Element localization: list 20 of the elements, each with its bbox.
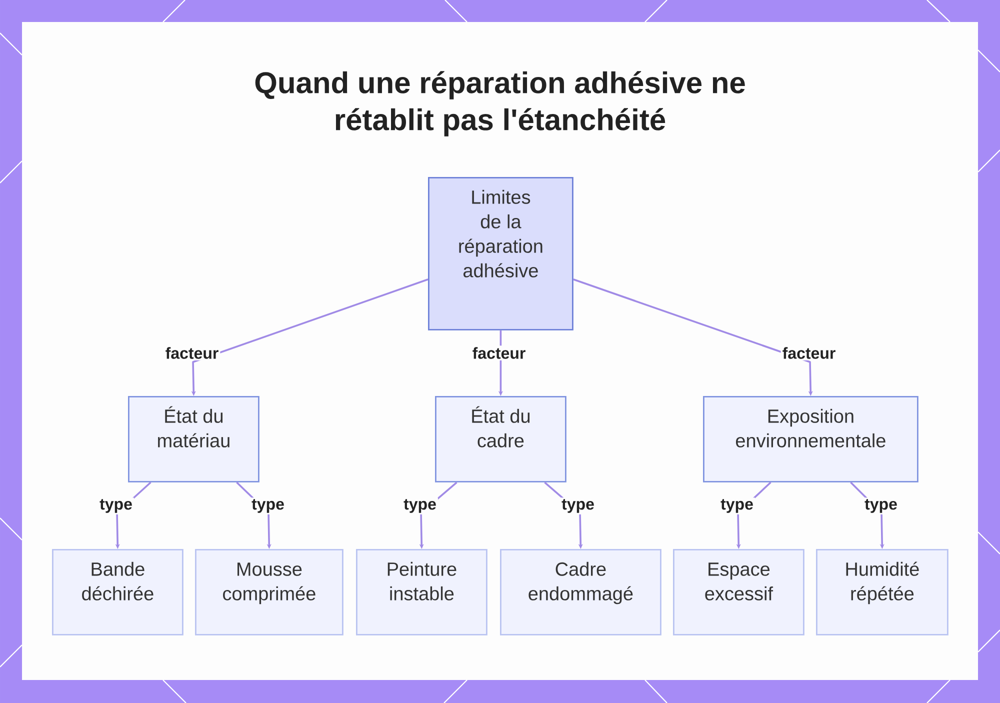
item-box: Cadre endommagé bbox=[500, 549, 662, 636]
item-box: Mousse comprimée bbox=[195, 549, 344, 636]
topic-box: Limites de la réparation adhésive bbox=[428, 177, 574, 330]
edge-label: type bbox=[98, 498, 134, 514]
edge-label: facteur bbox=[164, 346, 220, 360]
category-box: Exposition environnementale bbox=[703, 396, 918, 482]
category-box: État du cadre bbox=[435, 396, 566, 482]
item-box: Humidité répétée bbox=[816, 549, 948, 636]
edge-label: type bbox=[863, 498, 899, 514]
item-box: Bande déchirée bbox=[52, 549, 184, 636]
title: Quand une réparation adhésive ne rétablit pas l'étanchéité bbox=[255, 71, 745, 136]
edge-label: type bbox=[560, 498, 596, 514]
edge-label: facteur bbox=[470, 346, 528, 360]
edge-label: type bbox=[719, 498, 755, 514]
item-box: Peinture instable bbox=[356, 549, 488, 636]
category-box: État du matériau bbox=[128, 396, 260, 482]
edge-label: type bbox=[250, 498, 286, 514]
item-box: Espace excessif bbox=[673, 549, 804, 636]
edge-label: type bbox=[402, 498, 438, 514]
edge-label: facteur bbox=[780, 346, 838, 360]
